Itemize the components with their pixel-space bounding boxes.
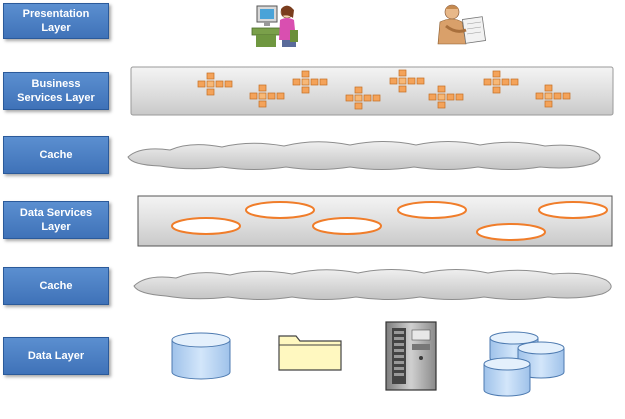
cache-upper-cloud bbox=[127, 141, 601, 170]
reading-person-icon bbox=[437, 4, 487, 45]
data-service-ellipses bbox=[171, 201, 608, 241]
server-icon bbox=[385, 321, 437, 391]
business-services-layer-label: Business Services Layer bbox=[3, 72, 109, 110]
database-icon bbox=[171, 332, 231, 380]
user-at-computer-icon bbox=[251, 5, 298, 47]
business-services-bar bbox=[130, 66, 614, 116]
data-layer-label: Data Layer bbox=[3, 337, 109, 375]
cache-lower-cloud bbox=[133, 269, 612, 300]
database-cluster-icon bbox=[483, 331, 565, 397]
cache-lower-label: Cache bbox=[3, 267, 109, 305]
cache-upper-label: Cache bbox=[3, 136, 109, 174]
folder-icon bbox=[278, 335, 342, 371]
presentation-layer-label: Presentation Layer bbox=[3, 3, 109, 39]
data-services-layer-label: Data Services Layer bbox=[3, 201, 109, 239]
